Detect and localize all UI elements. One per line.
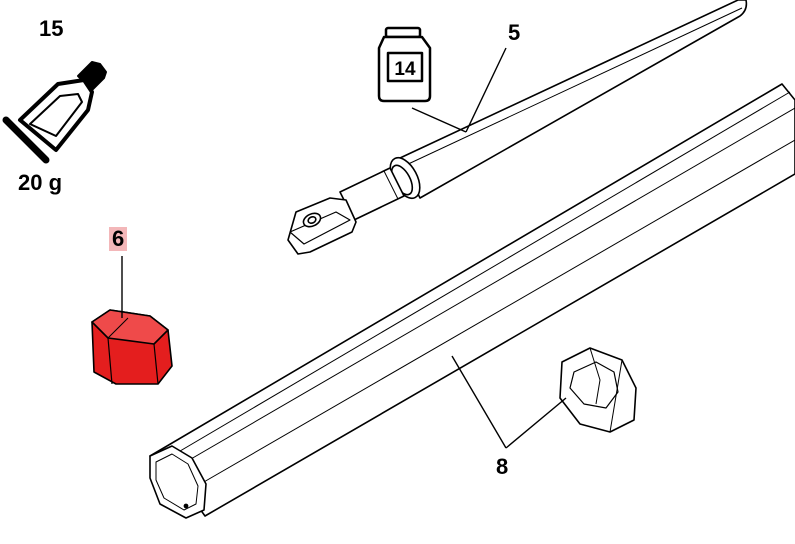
callout-15: 15 (39, 16, 64, 41)
gas-spring-part (287, 0, 748, 255)
bracket-part (559, 347, 637, 433)
leader-lines (121, 47, 567, 449)
callout-6: 6 (109, 227, 128, 251)
weight-badge-number: 14 (394, 59, 416, 80)
grease-tube-icon (2, 61, 107, 164)
callout-5: 5 (508, 20, 521, 45)
end-cap-part (91, 309, 173, 385)
grease-quantity-label: 20 g (18, 170, 63, 195)
profile-tube-part (149, 83, 795, 519)
weight-badge-icon (377, 26, 432, 103)
callout-8: 8 (496, 454, 509, 479)
